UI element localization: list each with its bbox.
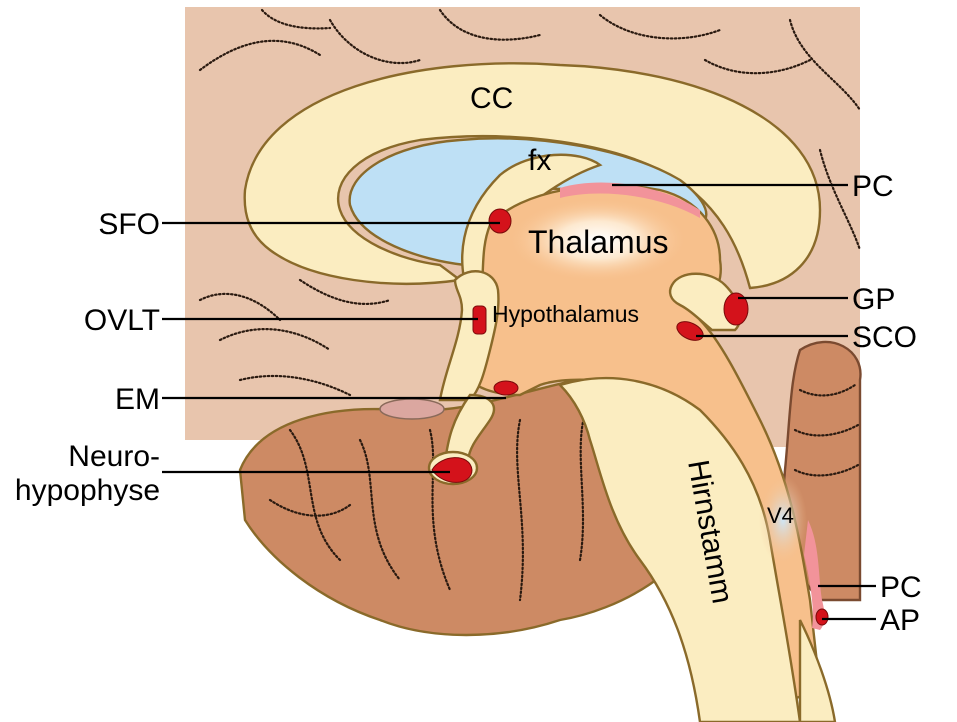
label-pc-top: PC [852, 170, 894, 203]
spinal-cord [800, 620, 835, 722]
label-pc-bottom: PC [880, 571, 922, 604]
label-hypothalamus: Hypothalamus [492, 301, 639, 327]
label-thalamus: Thalamus [528, 224, 669, 260]
optic-chiasm [380, 399, 444, 419]
label-sco: SCO [852, 321, 917, 354]
label-gp: GP [852, 283, 895, 316]
label-em: EM [115, 383, 160, 416]
label-fx: fx [528, 144, 551, 177]
sfo-organ [489, 209, 511, 233]
ap-organ [816, 609, 828, 625]
label-cc: CC [470, 82, 513, 115]
label-sfo: SFO [98, 208, 160, 241]
label-v4: V4 [767, 503, 794, 528]
label-neuro-line1: Neuro- [68, 440, 160, 473]
label-ap: AP [880, 604, 920, 637]
em-organ [494, 381, 518, 395]
label-neuro-line2: hypophyse [15, 474, 160, 507]
label-ovlt: OVLT [84, 304, 160, 337]
